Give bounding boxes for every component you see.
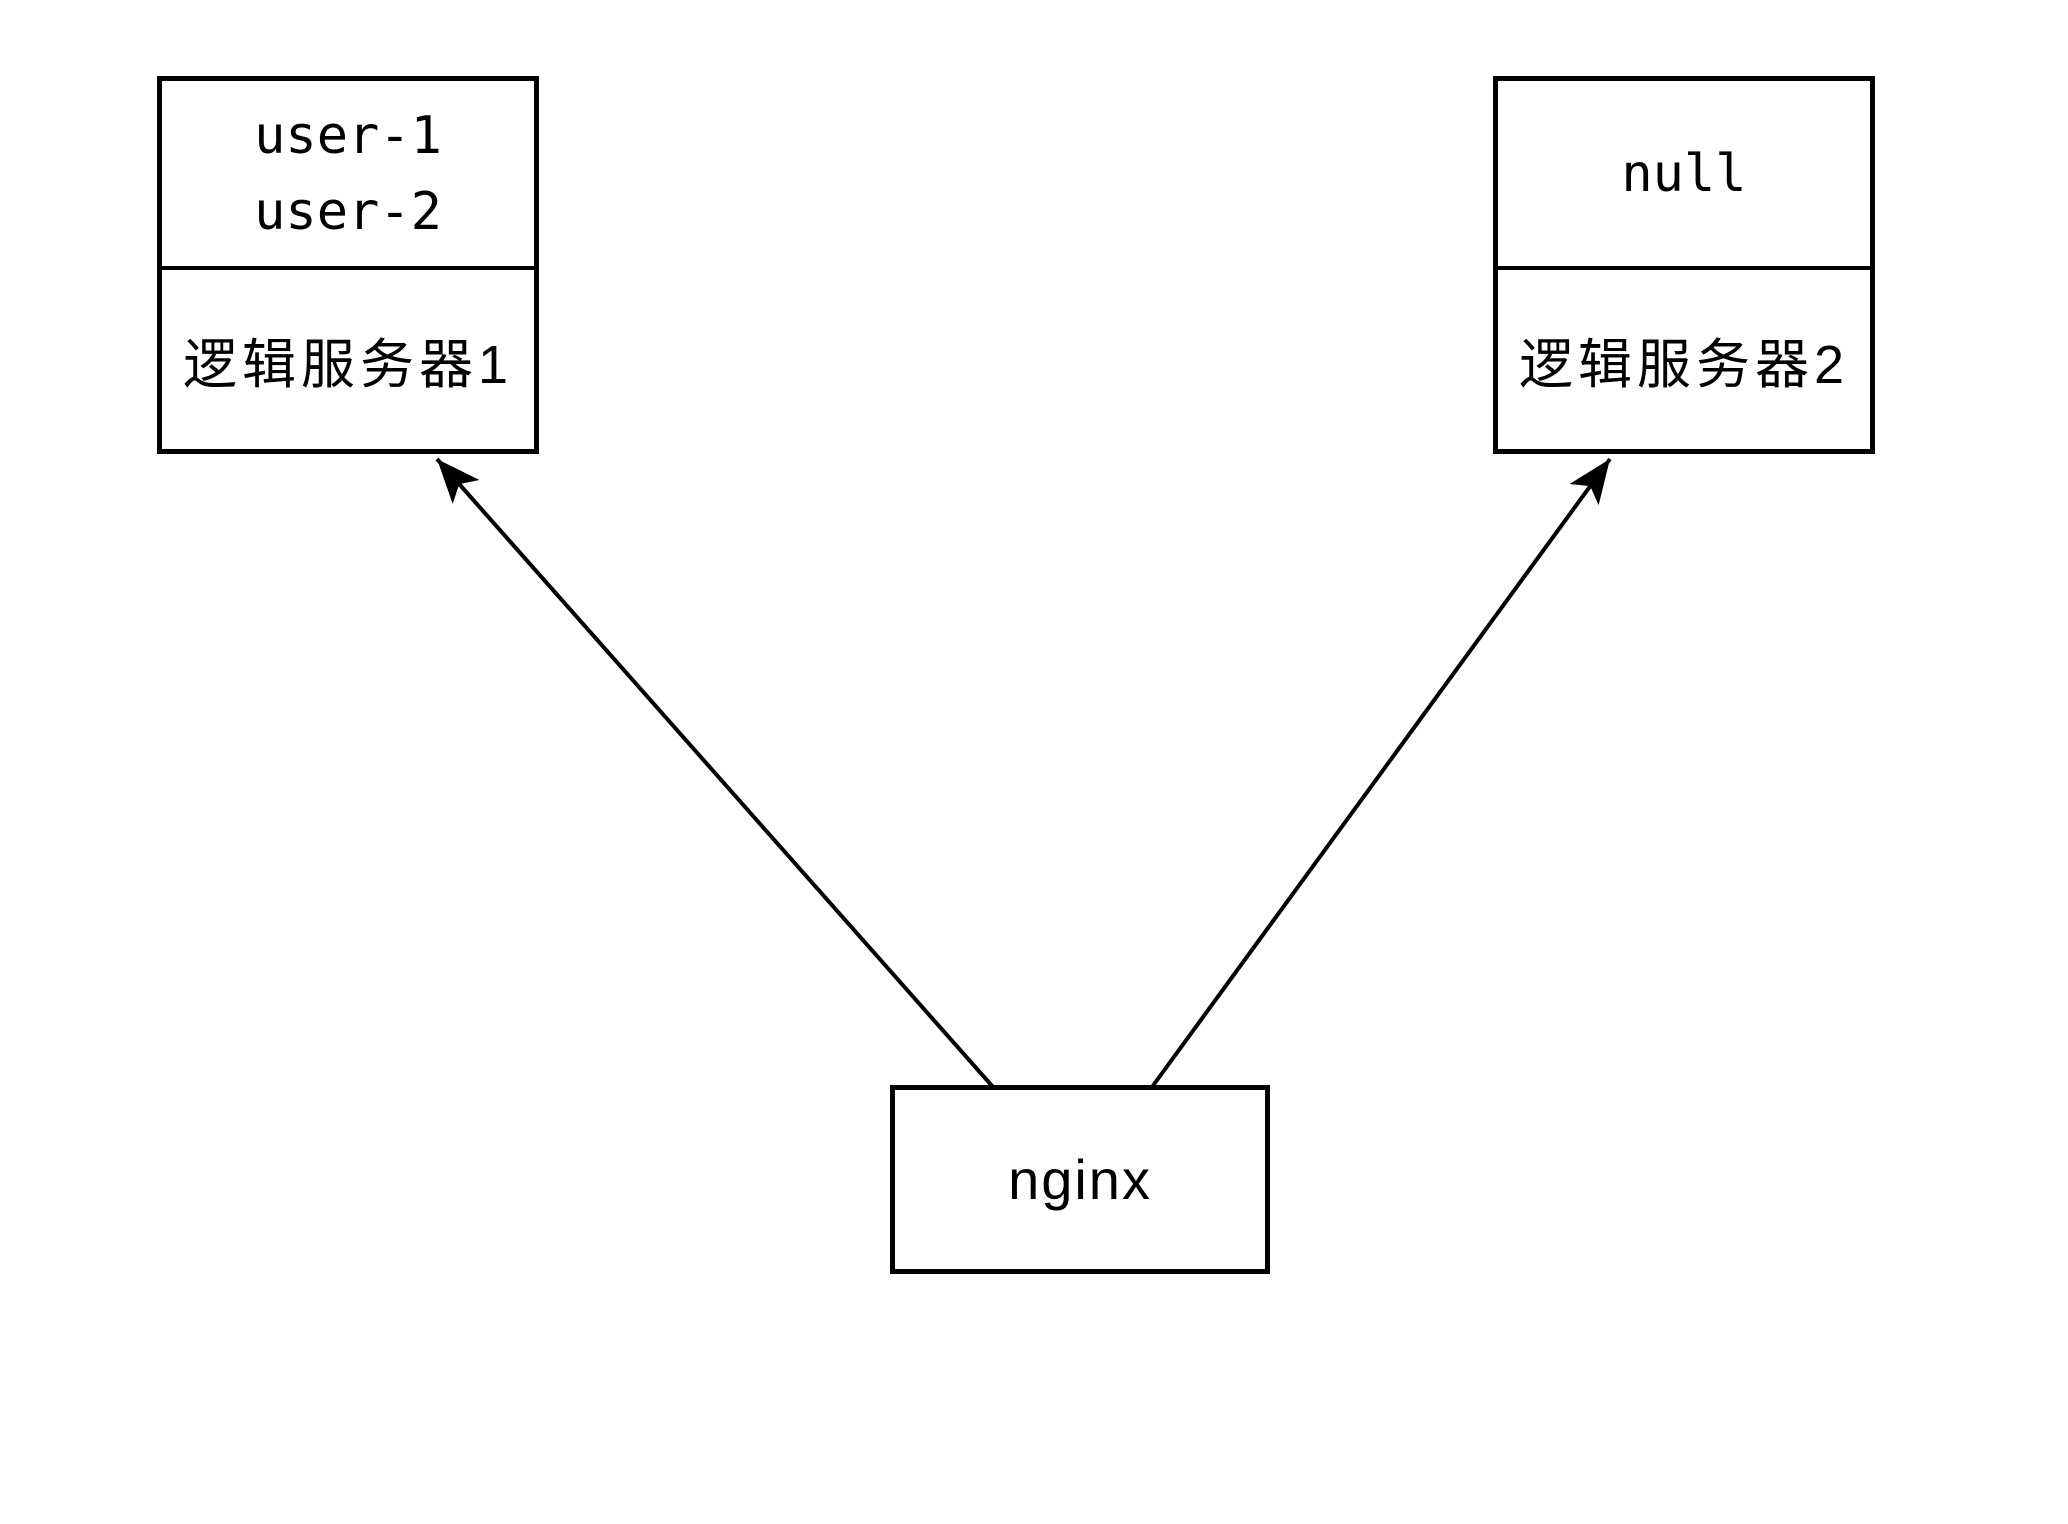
arrow-nginx-to-server1 — [435, 457, 995, 1089]
node-logical-server-1: user-1 user-2 逻辑服务器1 — [157, 76, 539, 454]
node-nginx: nginx — [890, 1085, 1270, 1274]
server2-label: 逻辑服务器2 — [1518, 335, 1850, 395]
server1-label: 逻辑服务器1 — [182, 335, 514, 395]
node-logical-server-2: null 逻辑服务器2 — [1493, 76, 1875, 454]
nginx-label: nginx — [1008, 1148, 1152, 1211]
arrow-nginx-to-server2 — [1150, 457, 1612, 1089]
server1-user-entry-1: user-1 — [254, 105, 442, 166]
server2-user-entry-1: null — [1621, 143, 1747, 204]
server1-users-cell: user-1 user-2 — [162, 81, 534, 270]
server2-users-cell: null — [1498, 81, 1870, 270]
server1-user-entry-2: user-2 — [254, 181, 442, 242]
